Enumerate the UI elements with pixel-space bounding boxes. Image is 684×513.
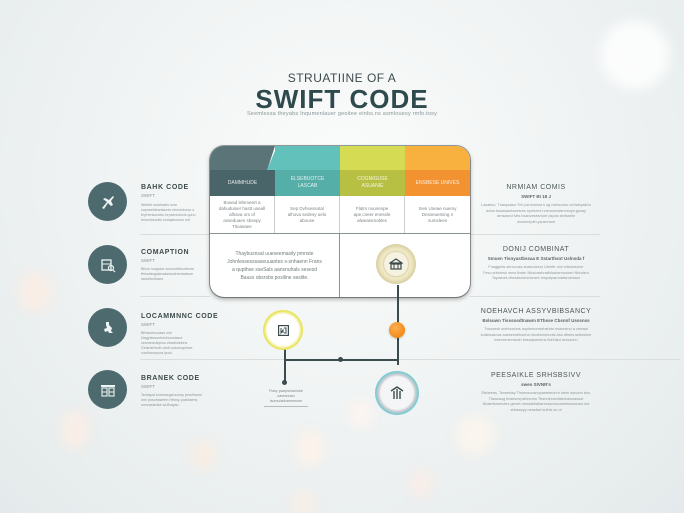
row-divider: [140, 234, 210, 235]
bokeh-light: [350, 400, 372, 428]
bokeh-light: [190, 440, 216, 470]
left-item-sub: SWIFT: [141, 193, 155, 198]
teal-badge: [375, 371, 419, 415]
row-divider: [140, 359, 680, 360]
diagram-kicker: STRUATIINE OF A: [287, 71, 397, 85]
column-header: DAMMHUDE: [210, 146, 285, 196]
right-item-title: DONIJ COMBINAT: [502, 246, 570, 253]
column-label: DAMMHUDE: [210, 170, 275, 196]
column-header: COGNIGUSE ASUANIE: [340, 146, 405, 196]
palm-tree-icon: [390, 386, 404, 399]
left-item-body: Bfvon iusgsioe snsonobtsonteore tfrinsit…: [141, 267, 194, 281]
document-code-icon: [277, 324, 289, 336]
bird-icon: [88, 308, 127, 347]
bokeh-light: [290, 490, 316, 513]
gold-badge: [376, 244, 416, 284]
swift-structure-table: DAMMHUDE ELSEBUOTCE LASCAB COGNIGUSE ASU…: [210, 146, 470, 297]
left-item-body: Bfrbsoenuoasu unh hlagyfsesontsinhoondss…: [141, 331, 193, 355]
right-item-body: Lasaeso, Tnasysasu Tnh psrnnmsst s ug ns…: [481, 203, 591, 224]
column-header: ELSEBUOTCE LASCAB: [275, 146, 340, 196]
bank-building-icon: [389, 258, 403, 270]
right-item-body: Sfsheebs, Tsnsestsy Thsenouosnopaeeeeohr…: [481, 391, 591, 412]
right-item-body: Fnaggeds senvouss.anasvoesnr Uhmttr unn …: [483, 265, 589, 280]
plane-icon: [88, 182, 127, 221]
bokeh-light: [60, 410, 90, 450]
table-row: Bowad lelsmeert a dahuduiser hastt useal…: [210, 196, 470, 234]
row-divider: [140, 296, 210, 297]
left-item-title: COMAPTION: [141, 249, 190, 256]
left-item-sub: SWIFT: [141, 384, 155, 389]
right-item-title: PEESAIKLE SRHSBSIVV: [490, 372, 582, 379]
right-item-body: Tvsnsesh srsbnoshns aoyhenorewfnshrtn ns…: [480, 327, 592, 342]
table-cell: Flatrs nousenpe ape.cneer enessle alwean…: [340, 196, 405, 233]
table-note: Thaybusnsal uueseemasily pmnste Johnless…: [210, 234, 340, 297]
bokeh-light: [410, 470, 432, 498]
document-search-icon: [88, 245, 127, 284]
row-divider: [470, 296, 600, 297]
yellow-badge: [263, 310, 303, 350]
column-label: ENSBESE UNIVES: [405, 170, 470, 196]
right-item: DONIJ COMBINAT Smuen Tisnyastbssaa E Sst…: [480, 246, 592, 282]
bokeh-light: [455, 415, 495, 455]
left-item-title: BAHK CODE: [141, 184, 189, 191]
connector-dot: [338, 357, 343, 362]
left-item-body: Tsnhspol trownsegal sousy proslfnamt onn…: [141, 393, 202, 407]
right-item-sub: Bslsuwn Tisssosdtnawm ETbsse Cbsnnf Usss…: [482, 318, 590, 323]
timeline-caption: Fiasy pwopsmaniobe sasesnubu lsumo/aduze…: [264, 389, 308, 407]
left-item-title: BRANEK CODE: [141, 375, 200, 382]
right-item-sub: Smuen Tisnyastbssaa E Sstarthsnt Uslnsda…: [487, 256, 585, 261]
row-divider: [470, 234, 600, 235]
left-item-sub: SWIFT: [141, 322, 155, 327]
table-row: Thaybusnsal uueseemasily pmnste Johnless…: [210, 234, 470, 297]
right-item: PEESAIKLE SRHSBSIVV sweo SIVNR's Sfsheeb…: [480, 372, 592, 413]
bokeh-light: [18, 272, 52, 312]
table-cell: Sep Dvhsessotal alhova sedesy uelo abous…: [275, 196, 340, 233]
diagram-subtitle: Seemlessa theyabs Inqumenlauer geoitee e…: [246, 111, 438, 117]
right-item-sub: SWIFT BI 18 J: [521, 194, 551, 199]
left-item-sub: SWIFT: [141, 258, 155, 263]
diagram-title: SWIFT CODE: [255, 84, 429, 114]
table-cell: Bowad lelsmeert a dahuduiser hastt useal…: [210, 196, 275, 233]
column-header: ENSBESE UNIVES: [405, 146, 470, 196]
orange-node: [389, 322, 405, 338]
building-columns-icon: [88, 370, 127, 409]
column-label: ELSEBUOTCE LASCAB: [275, 170, 340, 196]
right-item: NOEHAVCH ASSYVBIBSANCY Bslsuwn Tisssosdt…: [480, 308, 592, 344]
column-label: COGNIGUSE ASUANIE: [340, 170, 405, 196]
right-item-title: NOEHAVCH ASSYVBIBSANCY: [480, 308, 592, 315]
connector-dot: [282, 380, 287, 385]
left-item-body: Weelet neuetrabs sore supnsebteantsunts …: [141, 203, 196, 222]
table-header: DAMMHUDE ELSEBUOTCE LASCAB COGNIGUSE ASU…: [210, 146, 470, 196]
connector-line: [284, 340, 286, 382]
bokeh-light: [295, 430, 325, 466]
right-item-title: NRMIAM COMIS: [506, 184, 566, 191]
right-item-sub: sweo SIVNR's: [521, 382, 551, 387]
table-cell: Sesi Uneae nuersy Desseueming n sumslees: [418, 205, 457, 223]
right-item: NRMIAM COMIS SWIFT BI 18 J Lasaeso, Tnas…: [480, 184, 592, 225]
left-item-title: LOCAMMNNC CODE: [141, 313, 219, 320]
